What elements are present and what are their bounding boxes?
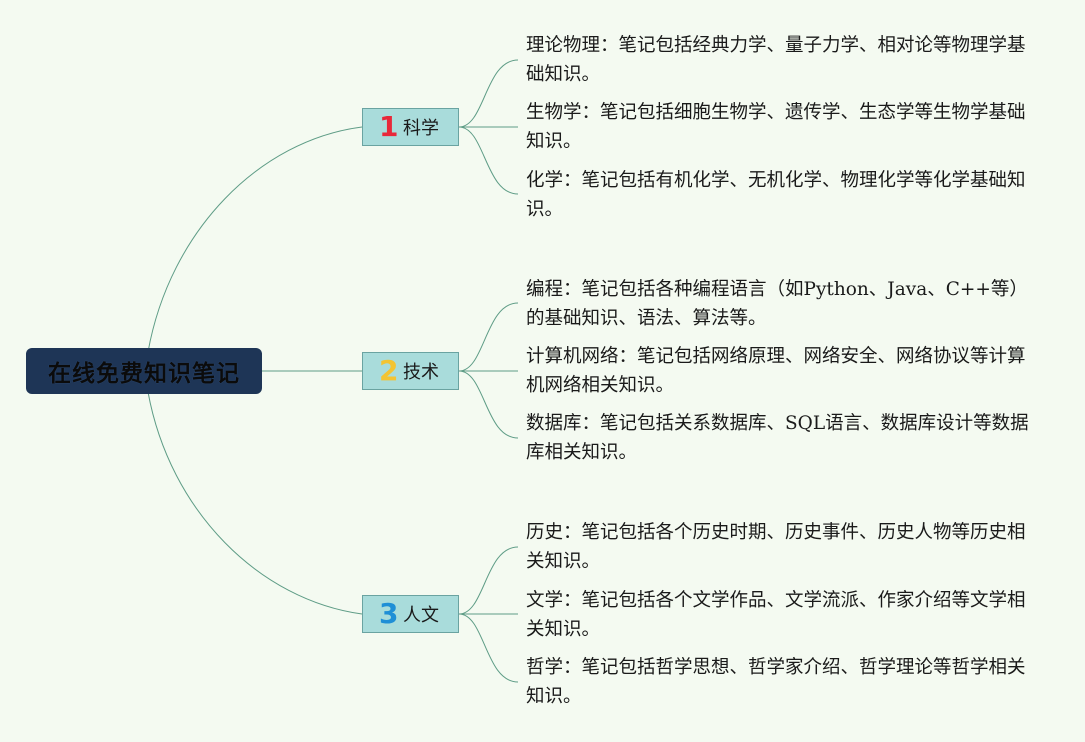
branch-label-technology: 技术 bbox=[403, 362, 439, 383]
connector-b1-leaf-1 bbox=[458, 59, 519, 128]
connector-b3-leaf-1 bbox=[458, 546, 519, 615]
connector-b3-leaf-3 bbox=[458, 613, 519, 683]
branch-node-technology[interactable]: 2 技术 bbox=[362, 352, 459, 390]
leaf-theoretical-physics[interactable]: 理论物理：笔记包括经典力学、量子力学、相对论等物理学基础知识。 bbox=[526, 35, 1026, 85]
connector-b2-leaf-3 bbox=[458, 370, 519, 439]
leaf-computer-networks[interactable]: 计算机网络：笔记包括网络原理、网络安全、网络协议等计算机网络相关知识。 bbox=[526, 346, 1026, 396]
connector-b1-leaf-3 bbox=[458, 126, 519, 195]
root-title: 在线免费知识笔记 bbox=[48, 361, 240, 387]
connector-root-branch-3 bbox=[147, 391, 363, 615]
connector-root-branch-1 bbox=[147, 126, 363, 353]
branch-number-3: 3 bbox=[379, 597, 399, 630]
branch-label-humanities: 人文 bbox=[403, 605, 439, 626]
leaf-history[interactable]: 历史：笔记包括各个历史时期、历史事件、历史人物等历史相关知识。 bbox=[526, 522, 1026, 572]
leaf-biology[interactable]: 生物学：笔记包括细胞生物学、遗传学、生态学等生物学基础知识。 bbox=[526, 102, 1026, 152]
connector-b2-leaf-1 bbox=[458, 302, 519, 372]
leaf-databases[interactable]: 数据库：笔记包括关系数据库、SQL语言、数据库设计等数据库相关知识。 bbox=[526, 413, 1029, 463]
root-node[interactable]: 在线免费知识笔记 bbox=[26, 348, 262, 394]
leaf-literature[interactable]: 文学：笔记包括各个文学作品、文学流派、作家介绍等文学相关知识。 bbox=[526, 590, 1026, 640]
branch-label-science: 科学 bbox=[403, 118, 439, 139]
branch-number-1: 1 bbox=[379, 110, 399, 143]
leaf-programming[interactable]: 编程：笔记包括各种编程语言（如Python、Java、C++等）的基础知识、语法… bbox=[526, 279, 1028, 329]
leaf-philosophy[interactable]: 哲学：笔记包括哲学思想、哲学家介绍、哲学理论等哲学相关知识。 bbox=[526, 657, 1026, 707]
branch-node-humanities[interactable]: 3 人文 bbox=[362, 595, 459, 633]
branch-node-science[interactable]: 1 科学 bbox=[362, 108, 459, 146]
leaf-chemistry[interactable]: 化学：笔记包括有机化学、无机化学、物理化学等化学基础知识。 bbox=[526, 170, 1026, 220]
branch-number-2: 2 bbox=[379, 354, 399, 387]
